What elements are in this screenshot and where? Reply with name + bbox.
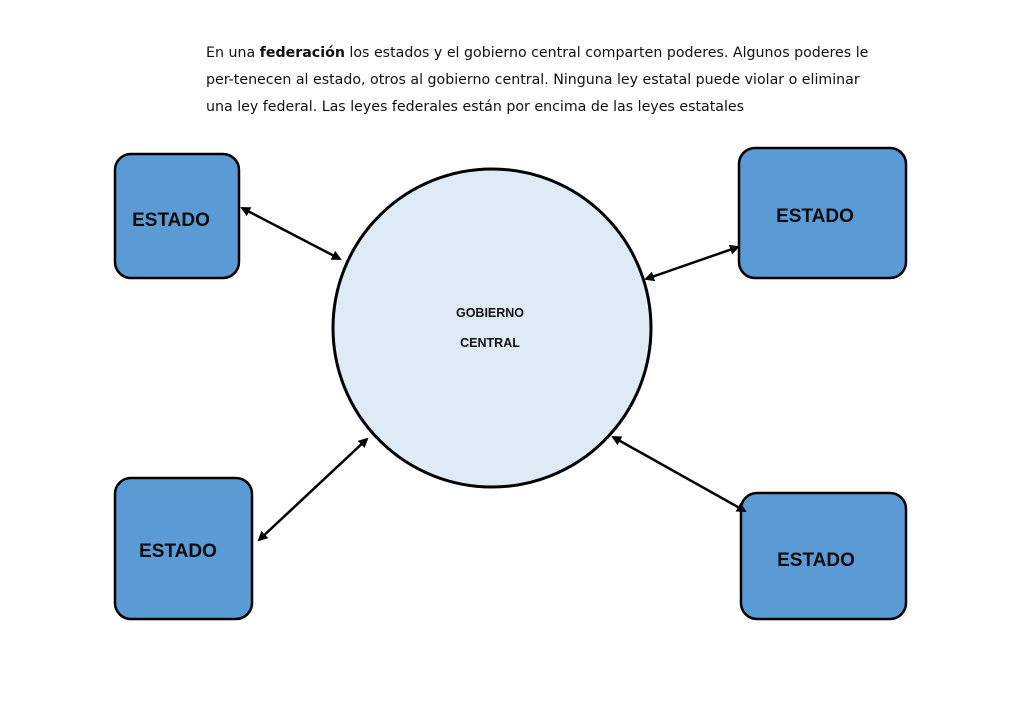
state-box-bottom-left: ESTADO — [113, 476, 254, 621]
arrow-top-right — [644, 244, 740, 282]
state-label-bottom-left: ESTADO — [139, 541, 217, 562]
arrow-bottom-right — [611, 435, 747, 513]
state-label-top-right: ESTADO — [776, 206, 854, 227]
central-government-circle — [331, 167, 653, 489]
intro-keyword: federación — [259, 45, 345, 61]
central-government-label-line1: GOBIERNO — [456, 306, 524, 320]
intro-prefix: En una — [206, 45, 260, 61]
state-box-top-right: ESTADO — [737, 146, 908, 280]
intro-rest: los estados y el gobierno central compar… — [206, 45, 869, 115]
arrow-top-left — [240, 206, 342, 261]
central-government-label-line2: CENTRAL — [460, 336, 520, 350]
state-box-bottom-right: ESTADO — [739, 491, 908, 621]
arrow-bottom-left — [257, 437, 369, 542]
state-label-top-left: ESTADO — [132, 210, 210, 231]
intro-paragraph: En una federación los estados y el gobie… — [206, 40, 886, 121]
state-label-bottom-right: ESTADO — [777, 550, 855, 571]
state-box-top-left: ESTADO — [113, 152, 241, 280]
